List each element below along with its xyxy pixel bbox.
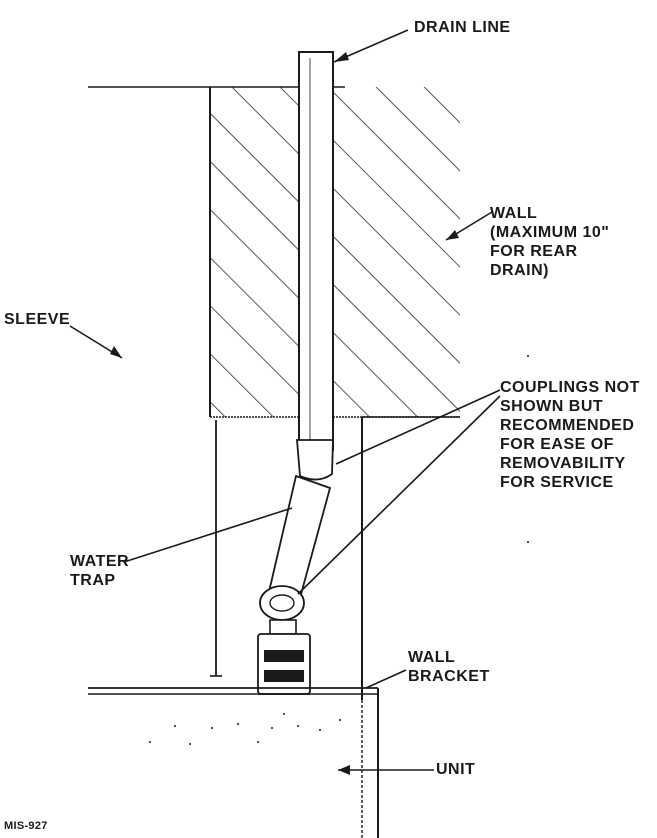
leader-lines [69,29,501,771]
label-couplings: COUPLINGS NOT SHOWN BUT RECOMMENDED FOR … [500,378,640,492]
water-trap [259,474,332,635]
label-water-trap: WATER TRAP [70,552,129,590]
label-wall-bracket: WALL BRACKET [408,648,490,686]
label-couplings-line-4: FOR EASE OF [500,436,614,453]
label-couplings-line-2: SHOWN BUT [500,398,604,415]
leader-couplings-elbow [335,389,501,465]
label-water-trap-line-1: WATER [70,553,130,570]
arrow-wall [446,230,459,240]
arrow-drain-line [334,52,349,62]
label-wall-bracket-line-1: WALL [408,649,456,666]
label-unit: UNIT [436,761,476,778]
label-wall-line-3: FOR REAR [490,243,578,260]
label-wall: WALL (MAXIMUM 10" FOR REAR DRAIN) [490,204,609,280]
label-couplings-line-6: FOR SERVICE [500,474,614,491]
pipe-elbow [296,439,334,481]
label-figure-code: MIS-927 [4,820,48,832]
wall-block [210,87,460,417]
label-couplings-line-5: REMOVABILITY [500,455,626,472]
leader-wall-bracket [365,669,407,689]
drain-line-pipe [298,51,334,451]
label-couplings-line-3: RECOMMENDED [500,417,635,434]
label-wall-bracket-line-2: BRACKET [408,668,490,685]
arrow-unit [338,765,350,775]
label-wall-line-2: (MAXIMUM 10" [490,224,610,241]
scan-speckles [149,271,529,745]
drain-fitting [257,633,311,695]
label-sleeve: SLEEVE [4,311,71,328]
leader-water-trap [123,507,293,563]
label-wall-line-4: DRAIN) [490,262,549,279]
label-wall-line-1: WALL [490,205,538,222]
label-water-trap-line-2: TRAP [70,572,116,589]
label-drain-line: DRAIN LINE [414,19,511,36]
arrow-sleeve [110,346,122,358]
leader-couplings-trap [297,395,501,595]
label-couplings-line-1: COUPLINGS NOT [500,379,640,396]
